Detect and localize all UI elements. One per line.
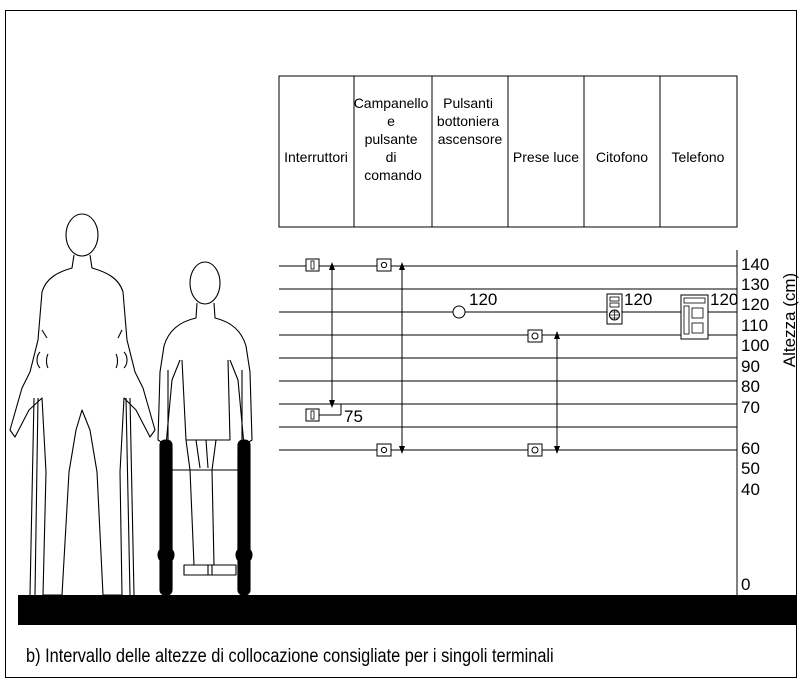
column-header-prese-luce: Prese luce bbox=[513, 149, 579, 165]
person-with-crutches-figure bbox=[9, 213, 156, 596]
terminals-table: Interruttori Campanello e pulsante di co… bbox=[278, 75, 738, 228]
tick-label: 70 bbox=[741, 398, 760, 417]
scale-ticks: 140 130 120 110 100 90 80 70 60 50 40 0 bbox=[741, 255, 769, 594]
tick-label: 120 bbox=[741, 295, 769, 314]
lift-button-icon bbox=[452, 305, 466, 319]
column-header-telefono: Telefono bbox=[672, 149, 725, 165]
tick-label: 100 bbox=[741, 336, 769, 355]
socket-icon-bottom bbox=[527, 443, 543, 457]
figure-frame bbox=[5, 10, 797, 678]
intercom-icon bbox=[606, 293, 623, 325]
socket-icon-top bbox=[527, 329, 543, 343]
telefono-value: 120 bbox=[680, 290, 738, 340]
column-header-campanello: Campanello e pulsante di comando bbox=[354, 95, 433, 183]
figure-caption: b) Intervallo delle altezze di collocazi… bbox=[26, 646, 554, 667]
column-header-citofono: Citofono bbox=[596, 149, 648, 165]
floor-slab bbox=[18, 595, 796, 625]
height-lines bbox=[279, 265, 737, 451]
scale-title: Altezza (cm) bbox=[780, 273, 799, 367]
bell-icon-top bbox=[376, 258, 392, 272]
tick-label: 110 bbox=[741, 316, 768, 335]
tick-label: 60 bbox=[741, 439, 760, 458]
height-label-telefono: 120 bbox=[710, 290, 738, 309]
tick-label: 80 bbox=[741, 377, 760, 396]
wheelchair-user-figure bbox=[157, 261, 253, 596]
pulsanti-value: 120 bbox=[452, 290, 497, 319]
height-label-pulsanti: 120 bbox=[469, 290, 497, 309]
tick-label: 90 bbox=[741, 357, 760, 376]
bell-icon-bottom bbox=[376, 443, 392, 457]
citofono-value: 120 bbox=[606, 290, 652, 325]
height-label-citofono: 120 bbox=[624, 290, 652, 309]
column-header-pulsanti: Pulsanti bottoniera ascensore bbox=[437, 95, 503, 147]
column-header-interruttori: Interruttori bbox=[284, 149, 348, 165]
switch-icon-top bbox=[305, 258, 320, 272]
tick-label: 0 bbox=[741, 575, 750, 594]
height-label-75: 75 bbox=[344, 407, 363, 426]
tick-label: 40 bbox=[741, 480, 760, 499]
interruttori-range: 75 bbox=[305, 258, 363, 426]
campanello-range bbox=[376, 258, 405, 457]
tick-label: 140 bbox=[741, 255, 769, 274]
tick-label: 50 bbox=[741, 459, 760, 478]
telephone-icon bbox=[680, 294, 709, 340]
prese-luce-range bbox=[527, 329, 560, 457]
tick-label: 130 bbox=[741, 275, 769, 294]
